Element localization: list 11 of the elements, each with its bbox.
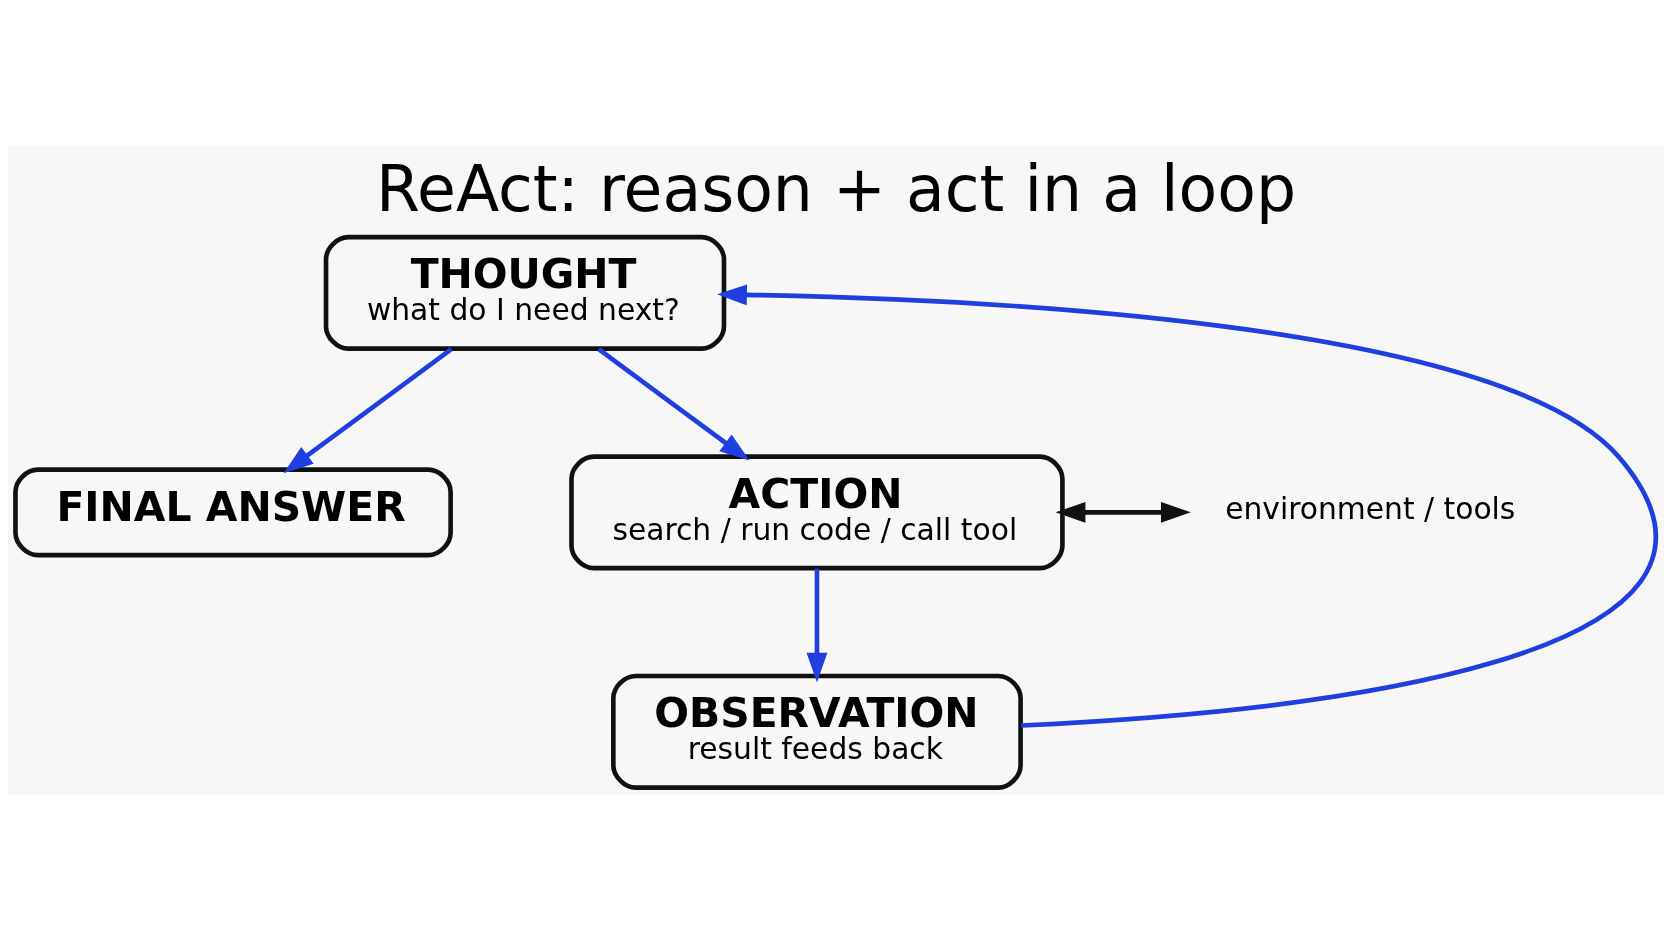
- node-text: environment / tools: [1225, 491, 1516, 527]
- arrow: [1055, 501, 1191, 523]
- node-box: FINAL ANSWER: [13, 467, 453, 558]
- arrow: [806, 568, 828, 683]
- arrow: [597, 347, 750, 461]
- node-box: OBSERVATION result feeds back: [611, 673, 1023, 790]
- arrow: [717, 284, 1657, 728]
- diagram-title: ReAct: reason + act in a loop: [375, 152, 1297, 227]
- node-box: ACTION search / run code / call tool: [569, 454, 1065, 571]
- node-box: THOUGHT what do I need next?: [323, 234, 727, 352]
- arrow: [283, 347, 453, 474]
